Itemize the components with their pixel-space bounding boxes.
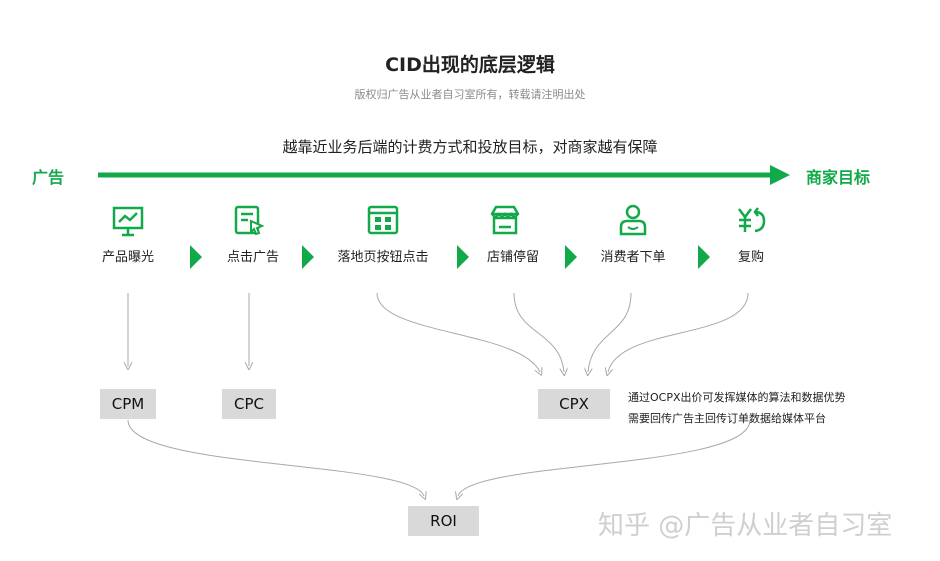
step-arrow-2	[302, 245, 314, 269]
cpx-box: CPX	[538, 389, 610, 419]
step-arrow-5	[698, 245, 710, 269]
step-arrow-3	[457, 245, 469, 269]
cpx-note-line2: 需要回传广告主回传订单数据给媒体平台	[628, 412, 826, 425]
cpm-box: CPM	[100, 389, 156, 419]
presentation-chart-icon	[112, 206, 144, 237]
roi-box: ROI	[408, 506, 479, 536]
connector-cpx-roi	[458, 419, 751, 496]
step-arrow-4	[565, 245, 577, 269]
connector-cpm-roi	[127, 419, 424, 496]
copyright-subtitle: 版权归广告从业者自习室所有，转载请注明出处	[354, 88, 586, 101]
yen-refresh-icon	[738, 207, 766, 233]
axis-start-label: 广告	[32, 168, 65, 187]
click-cursor-icon	[234, 205, 265, 236]
step-label-ad-click: 点击广告	[226, 250, 280, 265]
step-label-order: 消费者下单	[600, 250, 666, 265]
cpx-note-line1: 通过OCPX出价可发挥媒体的算法和数据优势	[628, 391, 846, 404]
web-page-buttons-icon	[367, 205, 399, 235]
connector-store-cpx	[513, 292, 564, 372]
connector-landing-cpx	[376, 292, 540, 372]
store-icon	[490, 205, 520, 235]
step-label-impression: 产品曝光	[101, 250, 155, 265]
step-label-store-stay: 店铺停留	[486, 250, 540, 265]
connector-repurchase-cpx	[608, 292, 749, 372]
axis-arrowhead	[770, 165, 790, 185]
step-arrow-1	[190, 245, 202, 269]
connector-order-cpx	[588, 292, 632, 372]
axis-end-label: 商家目标	[806, 168, 871, 187]
cpc-box: CPC	[222, 389, 276, 419]
step-label-landing-click: 落地页按钮点击	[337, 250, 429, 265]
step-label-repurchase: 复购	[737, 250, 765, 265]
user-icon	[619, 204, 647, 236]
watermark: 知乎 @广告从业者自习室	[598, 511, 893, 541]
diagram-title: CID出现的底层逻辑	[385, 54, 555, 76]
axis-caption: 越靠近业务后端的计费方式和投放目标，对商家越有保障	[282, 138, 658, 156]
